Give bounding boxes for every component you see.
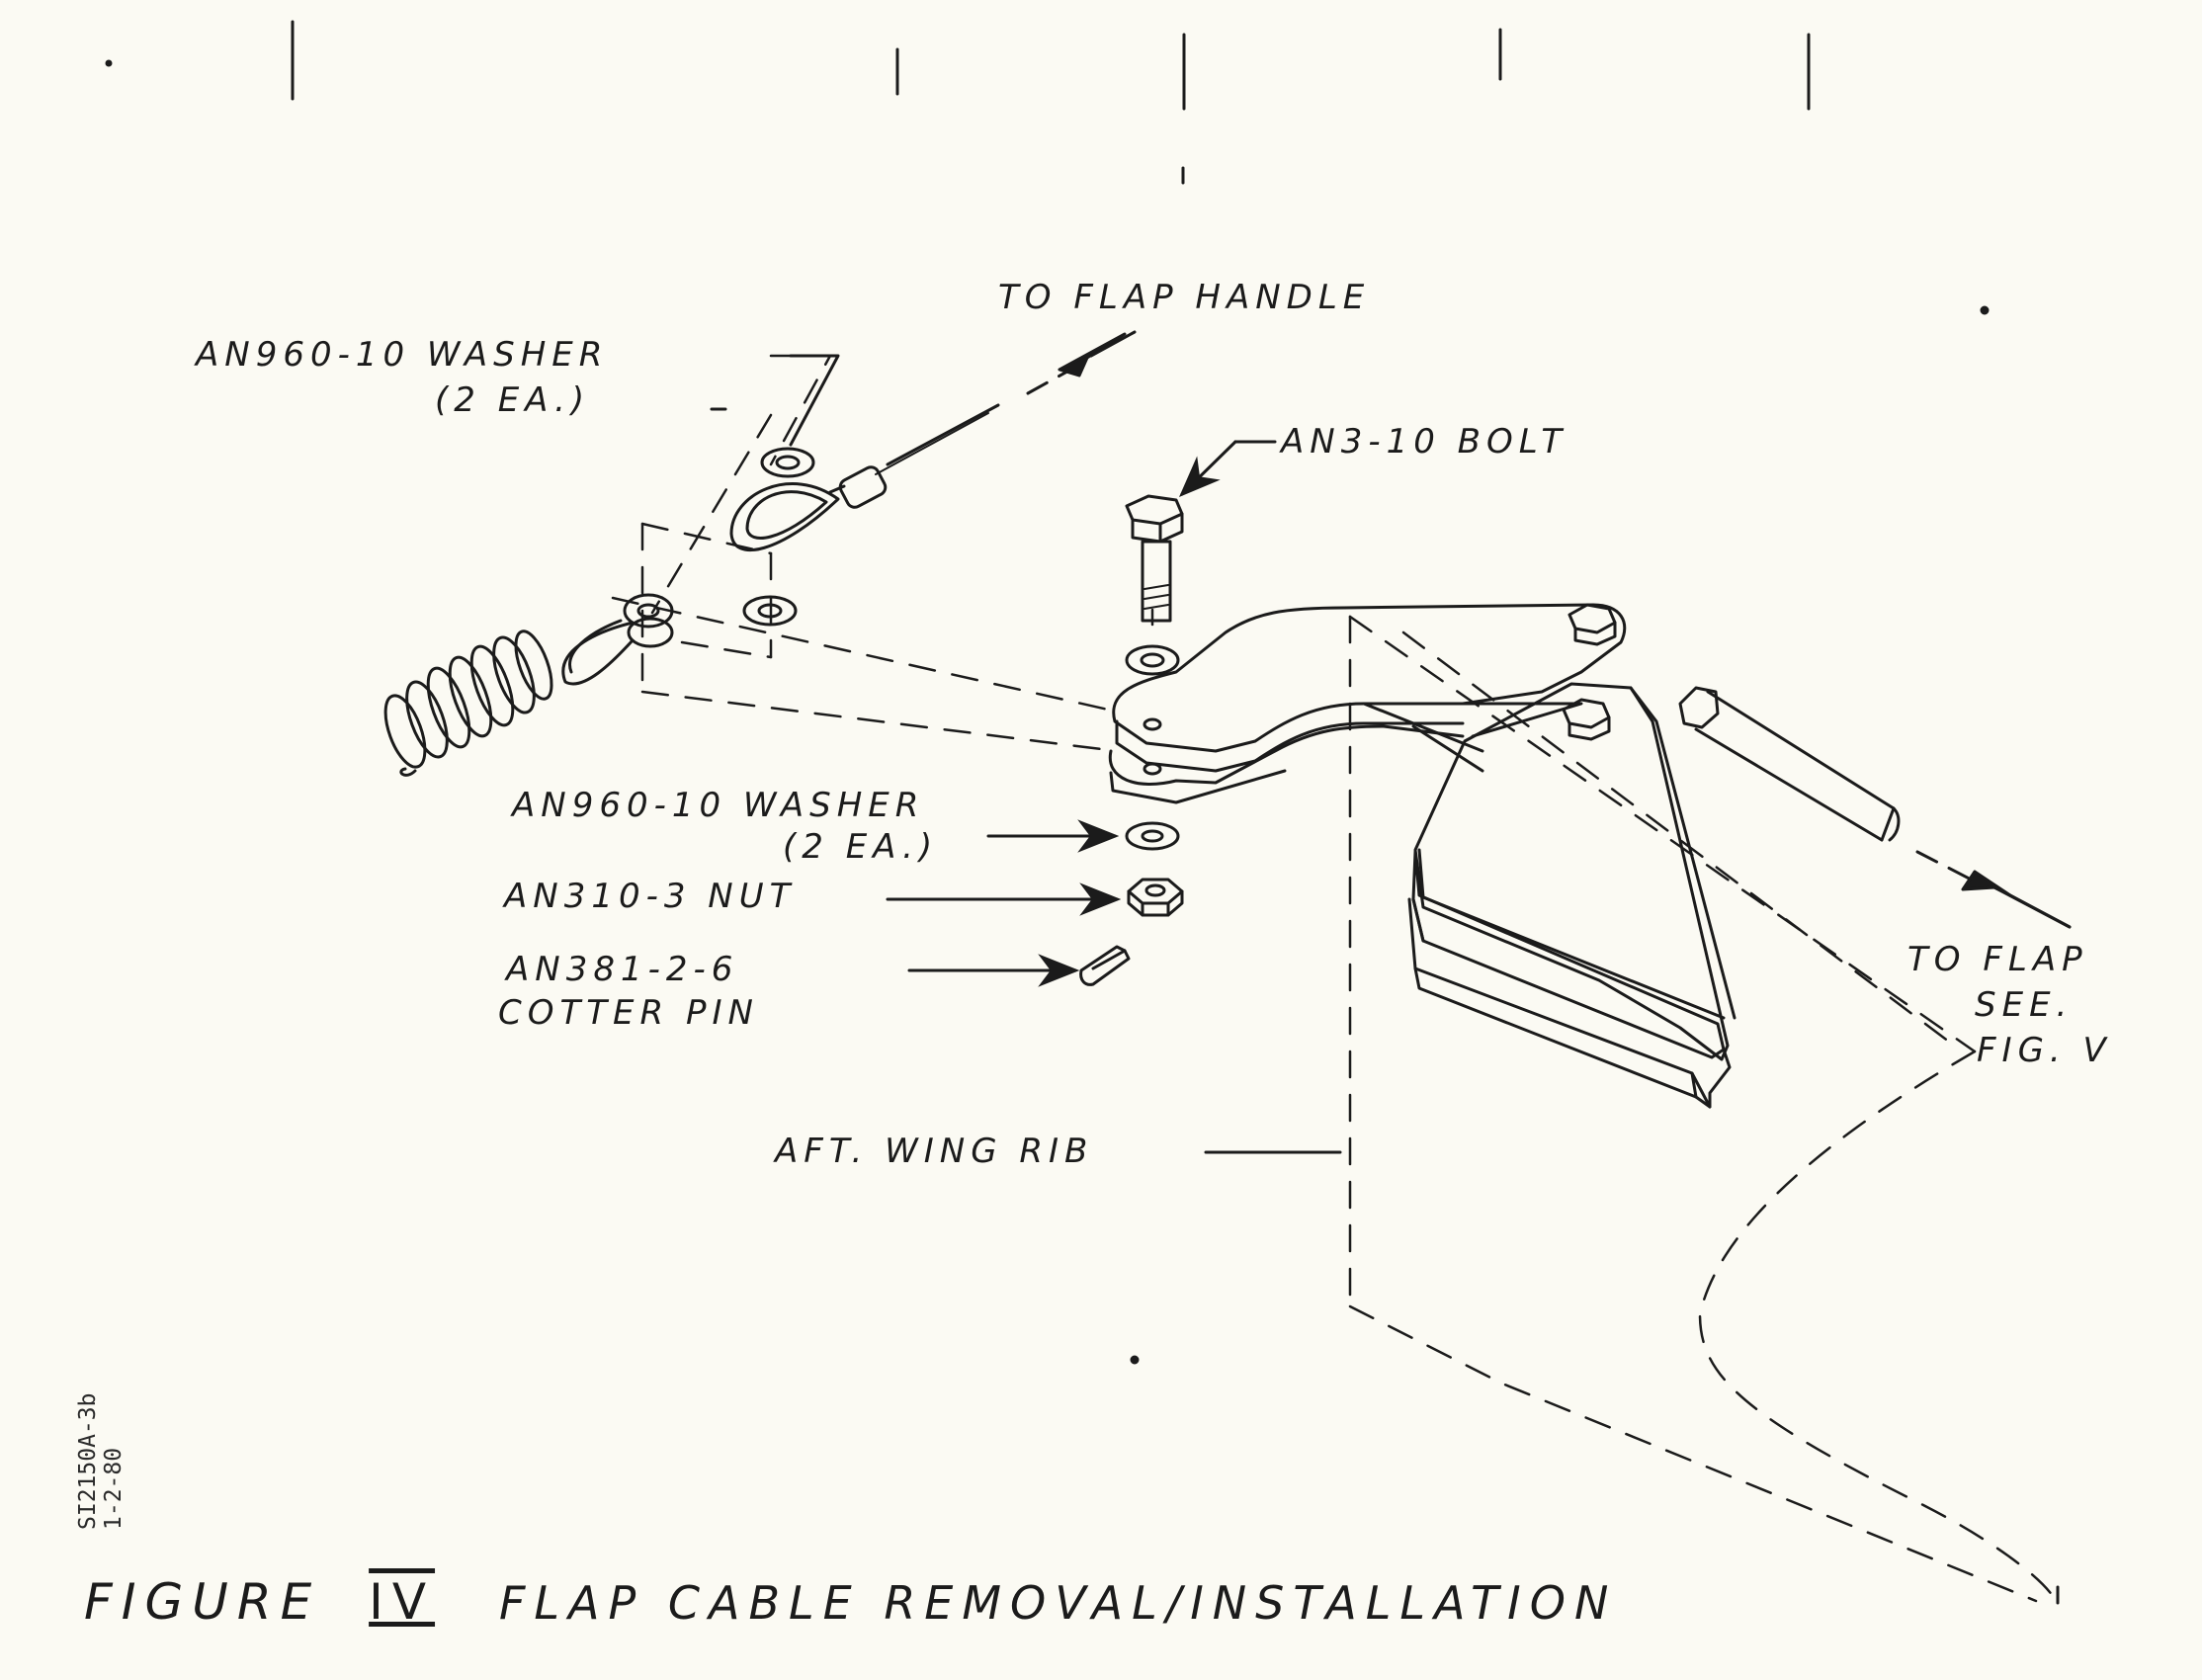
label-fig-ref: FIG. V bbox=[1977, 1031, 2112, 1070]
label-see: SEE. bbox=[1975, 985, 2074, 1025]
caption-title: FLAP CABLE REMOVAL/INSTALLATION bbox=[498, 1576, 1618, 1630]
caption-numeral: IV bbox=[369, 1573, 436, 1631]
label-to-flap: TO FLAP bbox=[1907, 940, 2088, 979]
explode-lines bbox=[611, 354, 1154, 753]
bellcrank-arms bbox=[1108, 603, 1627, 804]
label-nut: AN310-3 NUT bbox=[504, 877, 797, 916]
leader-lines bbox=[710, 354, 1342, 1154]
label-washer-bottom: AN960-10 WASHER bbox=[512, 786, 925, 825]
label-bolt: AN3-10 BOLT bbox=[1281, 422, 1568, 462]
channel-brackets bbox=[1407, 850, 1732, 1109]
label-aft-wing-rib: AFT. WING RIB bbox=[775, 1132, 1094, 1171]
lower-washer bbox=[1125, 821, 1180, 851]
an3-10-bolt bbox=[1125, 440, 1277, 623]
cable-to-flap bbox=[1678, 686, 2072, 929]
spring-eye bbox=[561, 593, 674, 686]
cable-thimble bbox=[729, 482, 840, 552]
figure-caption: FIGURE IV FLAP CABLE REMOVAL/INSTALLATIO… bbox=[84, 1573, 1617, 1631]
document-id: SI2150A-3b 1-2-80 bbox=[75, 1362, 127, 1530]
label-washer-top-qty: (2 EA.) bbox=[435, 380, 591, 420]
caption-figure: FIGURE bbox=[84, 1573, 321, 1631]
cotter-pin-part bbox=[1079, 945, 1131, 986]
doc-date: 1-2-80 bbox=[101, 1447, 127, 1530]
label-to-flap-handle: TO FLAP HANDLE bbox=[998, 278, 1371, 317]
margin-marks bbox=[105, 20, 1990, 1365]
bellcrank-bolts bbox=[1562, 603, 1617, 741]
label-washer-bottom-qty: (2 EA.) bbox=[783, 827, 939, 867]
aft-wing-rib-outline bbox=[1348, 615, 2058, 1603]
label-cotter-pin-part: AN381-2-6 bbox=[506, 950, 739, 989]
label-cotter-pin: COTTER PIN bbox=[498, 993, 759, 1033]
return-spring bbox=[383, 630, 553, 777]
bolt-washer bbox=[1125, 644, 1180, 676]
an310-3-nut bbox=[1127, 878, 1184, 917]
cable-to-flap-handle bbox=[828, 330, 1137, 509]
doc-number: SI2150A-3b bbox=[75, 1392, 101, 1530]
label-washer-top: AN960-10 WASHER bbox=[196, 335, 609, 375]
